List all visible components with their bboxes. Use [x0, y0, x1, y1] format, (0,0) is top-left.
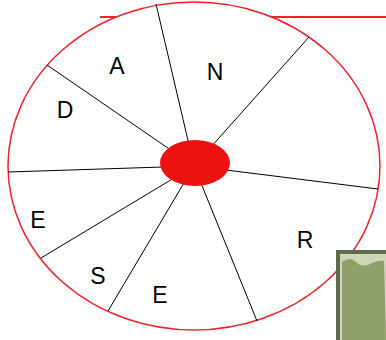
spoke [194, 166, 257, 321]
wheel-outline [8, 2, 380, 330]
sector-letter: S [88, 264, 107, 289]
map-picture [336, 250, 386, 340]
picture-paper [340, 254, 386, 340]
sector-letter: E [28, 208, 47, 233]
center-dot [160, 140, 230, 186]
spoke [108, 166, 194, 311]
map-land [342, 259, 386, 340]
spoke [41, 166, 194, 258]
sector-letter: A [107, 54, 126, 79]
sector-letter: R [295, 228, 316, 253]
sector-letter: E [150, 283, 169, 308]
sector-letter: D [55, 98, 76, 123]
wheel-spokes [8, 4, 378, 321]
picture-frame [336, 250, 386, 340]
sector-letter: N [205, 60, 226, 85]
